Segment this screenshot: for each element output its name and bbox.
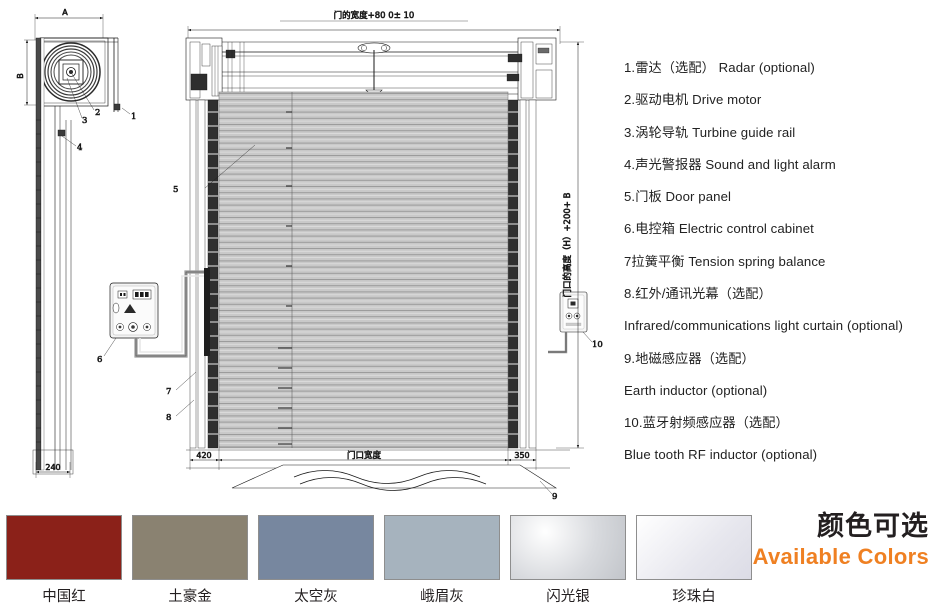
swatch-label: 土豪金 bbox=[168, 589, 212, 605]
color-swatch-pearl-white[interactable]: 珍珠白 bbox=[636, 515, 752, 606]
legend-item-9: 9.地磁感应器（选配） bbox=[624, 350, 755, 366]
swatch-label: 中国红 bbox=[42, 589, 86, 605]
legend-item-10-english: Blue tooth RF inductor (optional) bbox=[624, 447, 818, 463]
front-elevation-view: 门的宽度+80 0± 10 bbox=[97, 10, 603, 503]
callout-1: 1 bbox=[131, 112, 136, 122]
dim-top-width: 门的宽度+80 0± 10 bbox=[334, 10, 415, 21]
legend-item-4: 4.声光警报器 Sound and light alarm bbox=[624, 156, 836, 172]
color-swatch-flash-silver[interactable]: 闪光银 bbox=[510, 515, 626, 606]
colors-title-chinese: 颜色可选 bbox=[817, 511, 929, 542]
swatch-chip bbox=[636, 515, 752, 580]
available-colors-title: 颜色可选 Available Colors bbox=[753, 511, 929, 570]
colors-title-english: Available Colors bbox=[752, 544, 929, 570]
color-swatch-emei-gray[interactable]: 峨眉灰 bbox=[384, 515, 500, 606]
available-colors-section: 中国红 土豪金 太空灰 峨眉灰 闪光银 珍珠白 bbox=[0, 505, 941, 611]
legend-item-3: 3.涡轮导轨 Turbine guide rail bbox=[624, 124, 796, 140]
swatch-chip bbox=[258, 515, 374, 580]
callout-5: 5 bbox=[173, 185, 178, 195]
legend-item-7: 7拉簧平衡 Tension spring balance bbox=[624, 253, 826, 269]
callout-4: 4 bbox=[77, 143, 82, 153]
dim-opening-width: 门口宽度 bbox=[347, 450, 382, 461]
legend-item-9-english: Earth inductor (optional) bbox=[624, 382, 768, 398]
swatch-label: 闪光银 bbox=[546, 589, 590, 605]
door-panel bbox=[218, 91, 509, 449]
callout-3: 3 bbox=[82, 116, 87, 126]
callout-9: 9 bbox=[552, 492, 557, 502]
dim-a-label: A bbox=[62, 8, 68, 17]
swatch-label: 峨眉灰 bbox=[420, 589, 464, 605]
swatch-chip bbox=[384, 515, 500, 580]
callout-6: 6 bbox=[97, 355, 102, 365]
rf-inductor-panel: 10 bbox=[548, 291, 603, 354]
dim-240: 240 bbox=[45, 463, 60, 472]
callout-7: 7 bbox=[166, 387, 171, 397]
parts-legend: 1.雷达（选配） Radar (optional) 2.驱动电机 Drive m… bbox=[624, 60, 936, 480]
color-swatch-tuhao-gold[interactable]: 土豪金 bbox=[132, 515, 248, 606]
swatch-label: 太空灰 bbox=[294, 589, 338, 605]
swatch-label: 珍珠白 bbox=[672, 589, 716, 605]
side-section-view: A B bbox=[16, 8, 137, 478]
dim-right-height: 门口的高度（H）+200+ B bbox=[562, 192, 573, 297]
legend-item-10: 10.蓝牙射频感应器（选配） bbox=[624, 415, 789, 431]
earth-inductor-plate: 9 bbox=[231, 464, 558, 502]
center-hanger bbox=[357, 42, 391, 99]
dim-b-label: B bbox=[16, 73, 25, 79]
legend-item-2: 2.驱动电机 Drive motor bbox=[624, 92, 762, 108]
legend-item-5: 5.门板 Door panel bbox=[624, 189, 732, 205]
legend-item-6: 6.电控箱 Electric control cabinet bbox=[624, 221, 814, 237]
color-swatch-space-gray[interactable]: 太空灰 bbox=[258, 515, 374, 606]
swatch-chip bbox=[132, 515, 248, 580]
callout-10: 10 bbox=[592, 340, 603, 350]
color-swatch-china-red[interactable]: 中国红 bbox=[6, 515, 122, 606]
dim-350: 350 bbox=[514, 451, 529, 460]
callout-2: 2 bbox=[95, 108, 100, 118]
legend-item-8: 8.红外/通讯光幕（选配） bbox=[624, 285, 772, 301]
legend-item-1: 1.雷达（选配） Radar (optional) bbox=[624, 60, 815, 75]
color-swatch-row: 中国红 土豪金 太空灰 峨眉灰 闪光银 珍珠白 bbox=[6, 515, 752, 606]
electric-control-cabinet: 6 bbox=[97, 270, 204, 365]
coil-spiral bbox=[41, 42, 101, 102]
technical-drawing: A B bbox=[16, 8, 603, 503]
swatch-chip bbox=[510, 515, 626, 580]
legend-item-8-english: Infrared/communications light curtain (o… bbox=[624, 318, 903, 334]
dim-420: 420 bbox=[196, 451, 211, 460]
callout-8: 8 bbox=[166, 413, 171, 423]
swatch-chip bbox=[6, 515, 122, 580]
